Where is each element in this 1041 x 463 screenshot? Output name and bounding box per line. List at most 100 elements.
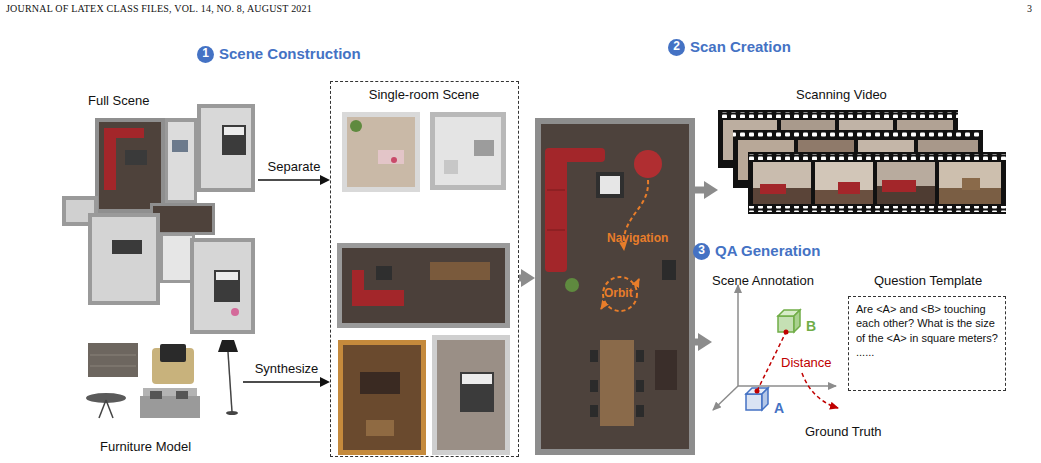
room-view — [565, 278, 579, 292]
film-strips — [815, 162, 873, 204]
film-strips — [877, 162, 935, 204]
full-scene-floorplan — [95, 118, 165, 213]
single-room-thumbnails — [360, 372, 400, 394]
flow-arrow — [695, 187, 704, 194]
room-view: NavigationOrbit — [535, 118, 695, 455]
full-scene-floorplan — [125, 150, 147, 165]
edge-label: Separate — [268, 160, 321, 175]
single-room-thumbnails — [460, 372, 494, 412]
film-strips — [733, 132, 983, 138]
single-room-thumbnails — [376, 266, 392, 280]
room-view — [600, 176, 620, 194]
single-room-thumbnails — [343, 345, 421, 450]
motion-label: Orbit — [604, 287, 633, 301]
annotation-axes — [737, 285, 739, 386]
full-scene-floorplan — [104, 128, 144, 138]
bounding-cubes — [794, 310, 800, 332]
room-view — [636, 405, 644, 417]
room-view — [600, 340, 634, 426]
single-room-thumbnails — [337, 112, 510, 455]
film-strips — [838, 182, 860, 194]
room-view — [547, 190, 565, 191]
single-room-thumbnails — [350, 120, 362, 132]
full-scene-floorplan — [197, 104, 255, 192]
single-room-thumbnails — [337, 243, 510, 328]
image-panel: Full Scene — [58, 92, 258, 342]
single-room-thumbnails — [342, 248, 505, 323]
template-box: Question TemplateAre <A> and <B> touchin… — [848, 296, 1006, 391]
single-room-thumbnails — [430, 262, 490, 280]
bounding-cubes — [746, 310, 838, 410]
room-view — [636, 350, 644, 362]
full-scene-floorplan — [201, 108, 251, 188]
panel-title: Question Template — [874, 274, 982, 289]
bounding-cubes — [802, 373, 838, 408]
video-panel: Scanning Video — [718, 86, 1008, 218]
full-scene-floorplan — [214, 270, 240, 302]
measure-label: Distance — [781, 356, 832, 371]
full-scene-floorplan — [99, 122, 161, 209]
room-view — [603, 277, 637, 311]
furniture-models — [228, 352, 232, 412]
panel-title: Single-room Scene — [331, 88, 517, 103]
film-strips — [748, 206, 1006, 212]
template-text: Are <A> and <B> touching each other? Wha… — [856, 302, 1000, 359]
full-scene-floorplan — [112, 240, 142, 254]
dashed-group-box: Single-room Scene — [330, 81, 519, 457]
object-label: A — [774, 400, 784, 416]
single-room-thumbnails — [366, 420, 394, 436]
room-view — [547, 230, 565, 231]
panel-title: Scanning Video — [796, 88, 887, 103]
film-strips — [962, 178, 980, 190]
bounding-cubes — [784, 330, 789, 335]
flow-arrow — [695, 339, 698, 346]
object-label: B — [806, 318, 816, 334]
room-view — [662, 260, 676, 280]
full-scene-floorplan — [168, 122, 194, 200]
badge-circle — [668, 39, 685, 56]
furniture-models — [99, 400, 106, 418]
room-view — [636, 279, 639, 285]
full-scene-floorplan — [62, 104, 255, 334]
panel-title: Full Scene — [88, 94, 149, 109]
step-number: 2 — [668, 40, 685, 54]
full-scene-floorplan — [222, 125, 246, 155]
film-strips — [753, 162, 811, 204]
full-scene-floorplan — [190, 238, 255, 334]
single-room-thumbnails — [462, 374, 492, 384]
furniture-models — [150, 391, 162, 399]
single-room-thumbnails — [338, 340, 426, 455]
single-room-thumbnails — [347, 117, 415, 187]
step-badge: 2Scan Creation — [668, 39, 685, 56]
motion-label: Navigation — [607, 232, 668, 246]
furniture-models — [160, 344, 186, 362]
badge-circle — [693, 243, 710, 260]
full-scene-floorplan — [224, 127, 244, 135]
output-label: Ground Truth — [805, 425, 882, 440]
annotation-axes — [738, 385, 836, 387]
furniture-models — [226, 411, 238, 415]
single-room-thumbnails — [437, 340, 505, 450]
step-badge: 1Scene Construction — [197, 46, 214, 63]
single-room-thumbnails — [391, 157, 397, 163]
room-view — [541, 124, 689, 449]
full-scene-floorplan — [153, 206, 212, 232]
film-strips — [718, 112, 958, 118]
page-number: 3 — [1027, 3, 1032, 15]
step-title: Scan Creation — [690, 38, 791, 55]
panel-title: Scene Annotation — [712, 274, 814, 289]
single-room-thumbnails — [430, 112, 506, 190]
room-view — [636, 380, 644, 392]
furniture-models — [176, 391, 188, 399]
full-scene-floorplan — [88, 213, 160, 305]
film-strips — [939, 188, 1001, 204]
single-room-thumbnails — [432, 335, 510, 455]
bounding-cubes — [746, 394, 762, 410]
single-room-thumbnails — [352, 270, 364, 300]
film-strips — [939, 162, 1001, 204]
flow-arrow — [519, 275, 521, 282]
room-view — [590, 380, 598, 392]
